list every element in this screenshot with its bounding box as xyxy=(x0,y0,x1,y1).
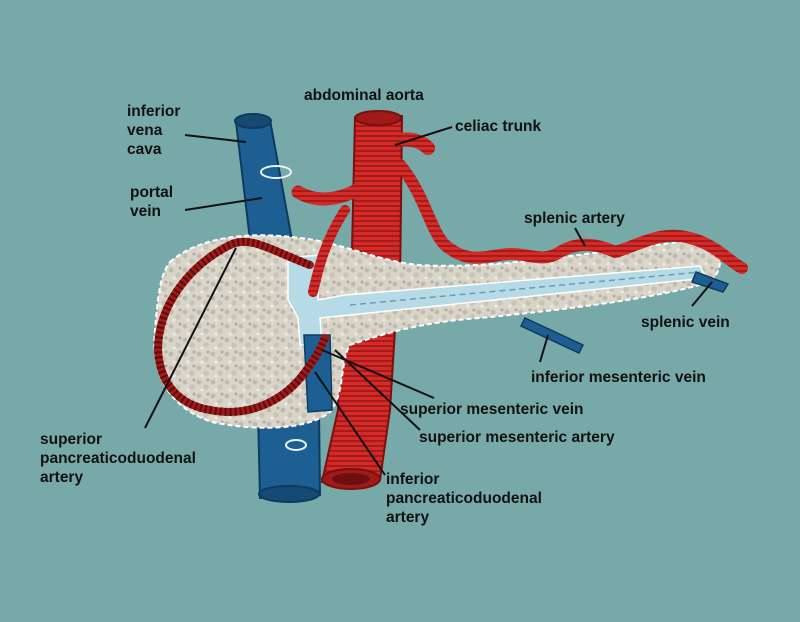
leader-celiac-trunk xyxy=(394,126,453,146)
leader-portal-vein xyxy=(184,197,263,211)
label-superior-mesenteric-vein: superior mesenteric vein xyxy=(400,401,584,418)
superior-mesenteric-vein xyxy=(303,334,333,413)
hepatic-artery xyxy=(291,168,385,206)
label-spd-line3: artery xyxy=(40,469,84,486)
label-splenic-artery: splenic artery xyxy=(524,210,625,227)
label-splenic-vein: splenic vein xyxy=(641,314,730,331)
label-inferior-vena-cava: inferior vena cava xyxy=(127,102,180,159)
leader-inferior-pancreaticoduodenal xyxy=(314,371,386,476)
label-spd-line2: pancreaticoduodenal xyxy=(40,450,196,467)
leader-splenic-vein xyxy=(691,281,713,307)
label-inferior-pancreaticoduodenal-artery: inferior pancreaticoduodenal artery xyxy=(386,470,542,527)
inferior-mesenteric-vein xyxy=(519,317,585,354)
leader-lines xyxy=(144,126,713,476)
label-abdominal-aorta: abdominal aorta xyxy=(304,87,424,104)
label-portal-line2: vein xyxy=(130,203,162,220)
portal-splenic-confluence xyxy=(287,254,708,346)
label-ipd-line1: inferior xyxy=(386,471,440,488)
leader-superior-pancreaticoduodenal xyxy=(144,247,237,429)
label-ivc-line2: vena xyxy=(127,122,163,139)
gastroduodenal-artery xyxy=(308,205,350,297)
label-ipd-line3: artery xyxy=(386,509,430,526)
label-inferior-mesenteric-vein: inferior mesenteric vein xyxy=(531,369,706,386)
label-superior-pancreaticoduodenal-artery: superior pancreaticoduodenal artery xyxy=(40,430,196,487)
leader-ivc xyxy=(184,134,247,143)
leader-superior-mesenteric-vein xyxy=(321,349,435,399)
leader-inferior-mesenteric-vein xyxy=(539,334,549,363)
label-portal-line1: portal xyxy=(130,184,174,201)
splenic-artery xyxy=(394,159,748,274)
leader-splenic-artery xyxy=(574,227,586,247)
label-ivc-line1: inferior xyxy=(127,103,181,120)
pancreas xyxy=(153,234,722,429)
leader-superior-mesenteric-artery xyxy=(334,349,421,431)
label-superior-mesenteric-artery: superior mesenteric artery xyxy=(419,429,615,446)
label-portal-vein: portal vein xyxy=(130,183,173,221)
celiac-trunk xyxy=(365,132,435,157)
label-ivc-line3: cava xyxy=(127,141,162,158)
splenic-vein xyxy=(691,271,730,293)
label-ipd-line2: pancreaticoduodenal xyxy=(386,490,542,507)
label-celiac-trunk: celiac trunk xyxy=(455,118,542,135)
label-spd-line1: superior xyxy=(40,431,103,448)
